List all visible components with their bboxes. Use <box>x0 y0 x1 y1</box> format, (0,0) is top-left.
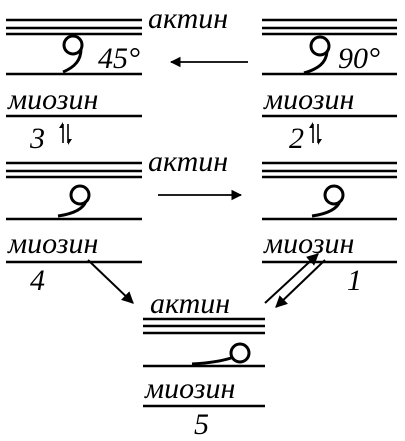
state-3-angle: 45° <box>98 42 140 75</box>
arrow-icon <box>275 259 326 308</box>
myosin-head-icon <box>303 35 331 75</box>
actin-label: актин <box>150 287 231 320</box>
state-4 <box>6 161 142 264</box>
myosin-label: миозин <box>8 227 99 260</box>
state-3 <box>6 18 142 118</box>
state-1-number: 1 <box>347 264 362 297</box>
myosin-label: миозин <box>264 227 355 260</box>
myosin-label: миозин <box>8 83 99 116</box>
double-arrow-icon <box>309 122 322 145</box>
state-5-number: 5 <box>194 408 209 441</box>
state-2-number: 2 <box>289 122 304 155</box>
actin-label: актин <box>148 145 229 178</box>
state-1 <box>262 161 397 264</box>
myosin-head-icon <box>311 184 345 218</box>
myosin-label: миозин <box>145 372 236 405</box>
arrow-icon <box>87 259 134 304</box>
myosin-head-icon <box>62 34 84 74</box>
arrow-icon <box>264 253 319 304</box>
state-2-angle: 90° <box>338 42 380 75</box>
myosin-head-icon <box>57 184 91 218</box>
myosin-label: миозин <box>264 83 355 116</box>
state-3-number: 3 <box>30 122 45 155</box>
state-2 <box>262 18 397 118</box>
state-4-number: 4 <box>30 264 45 297</box>
myosin-head-icon <box>191 342 251 366</box>
state-5 <box>143 317 265 408</box>
actin-label: актин <box>148 2 229 35</box>
double-arrow-icon <box>59 122 72 145</box>
